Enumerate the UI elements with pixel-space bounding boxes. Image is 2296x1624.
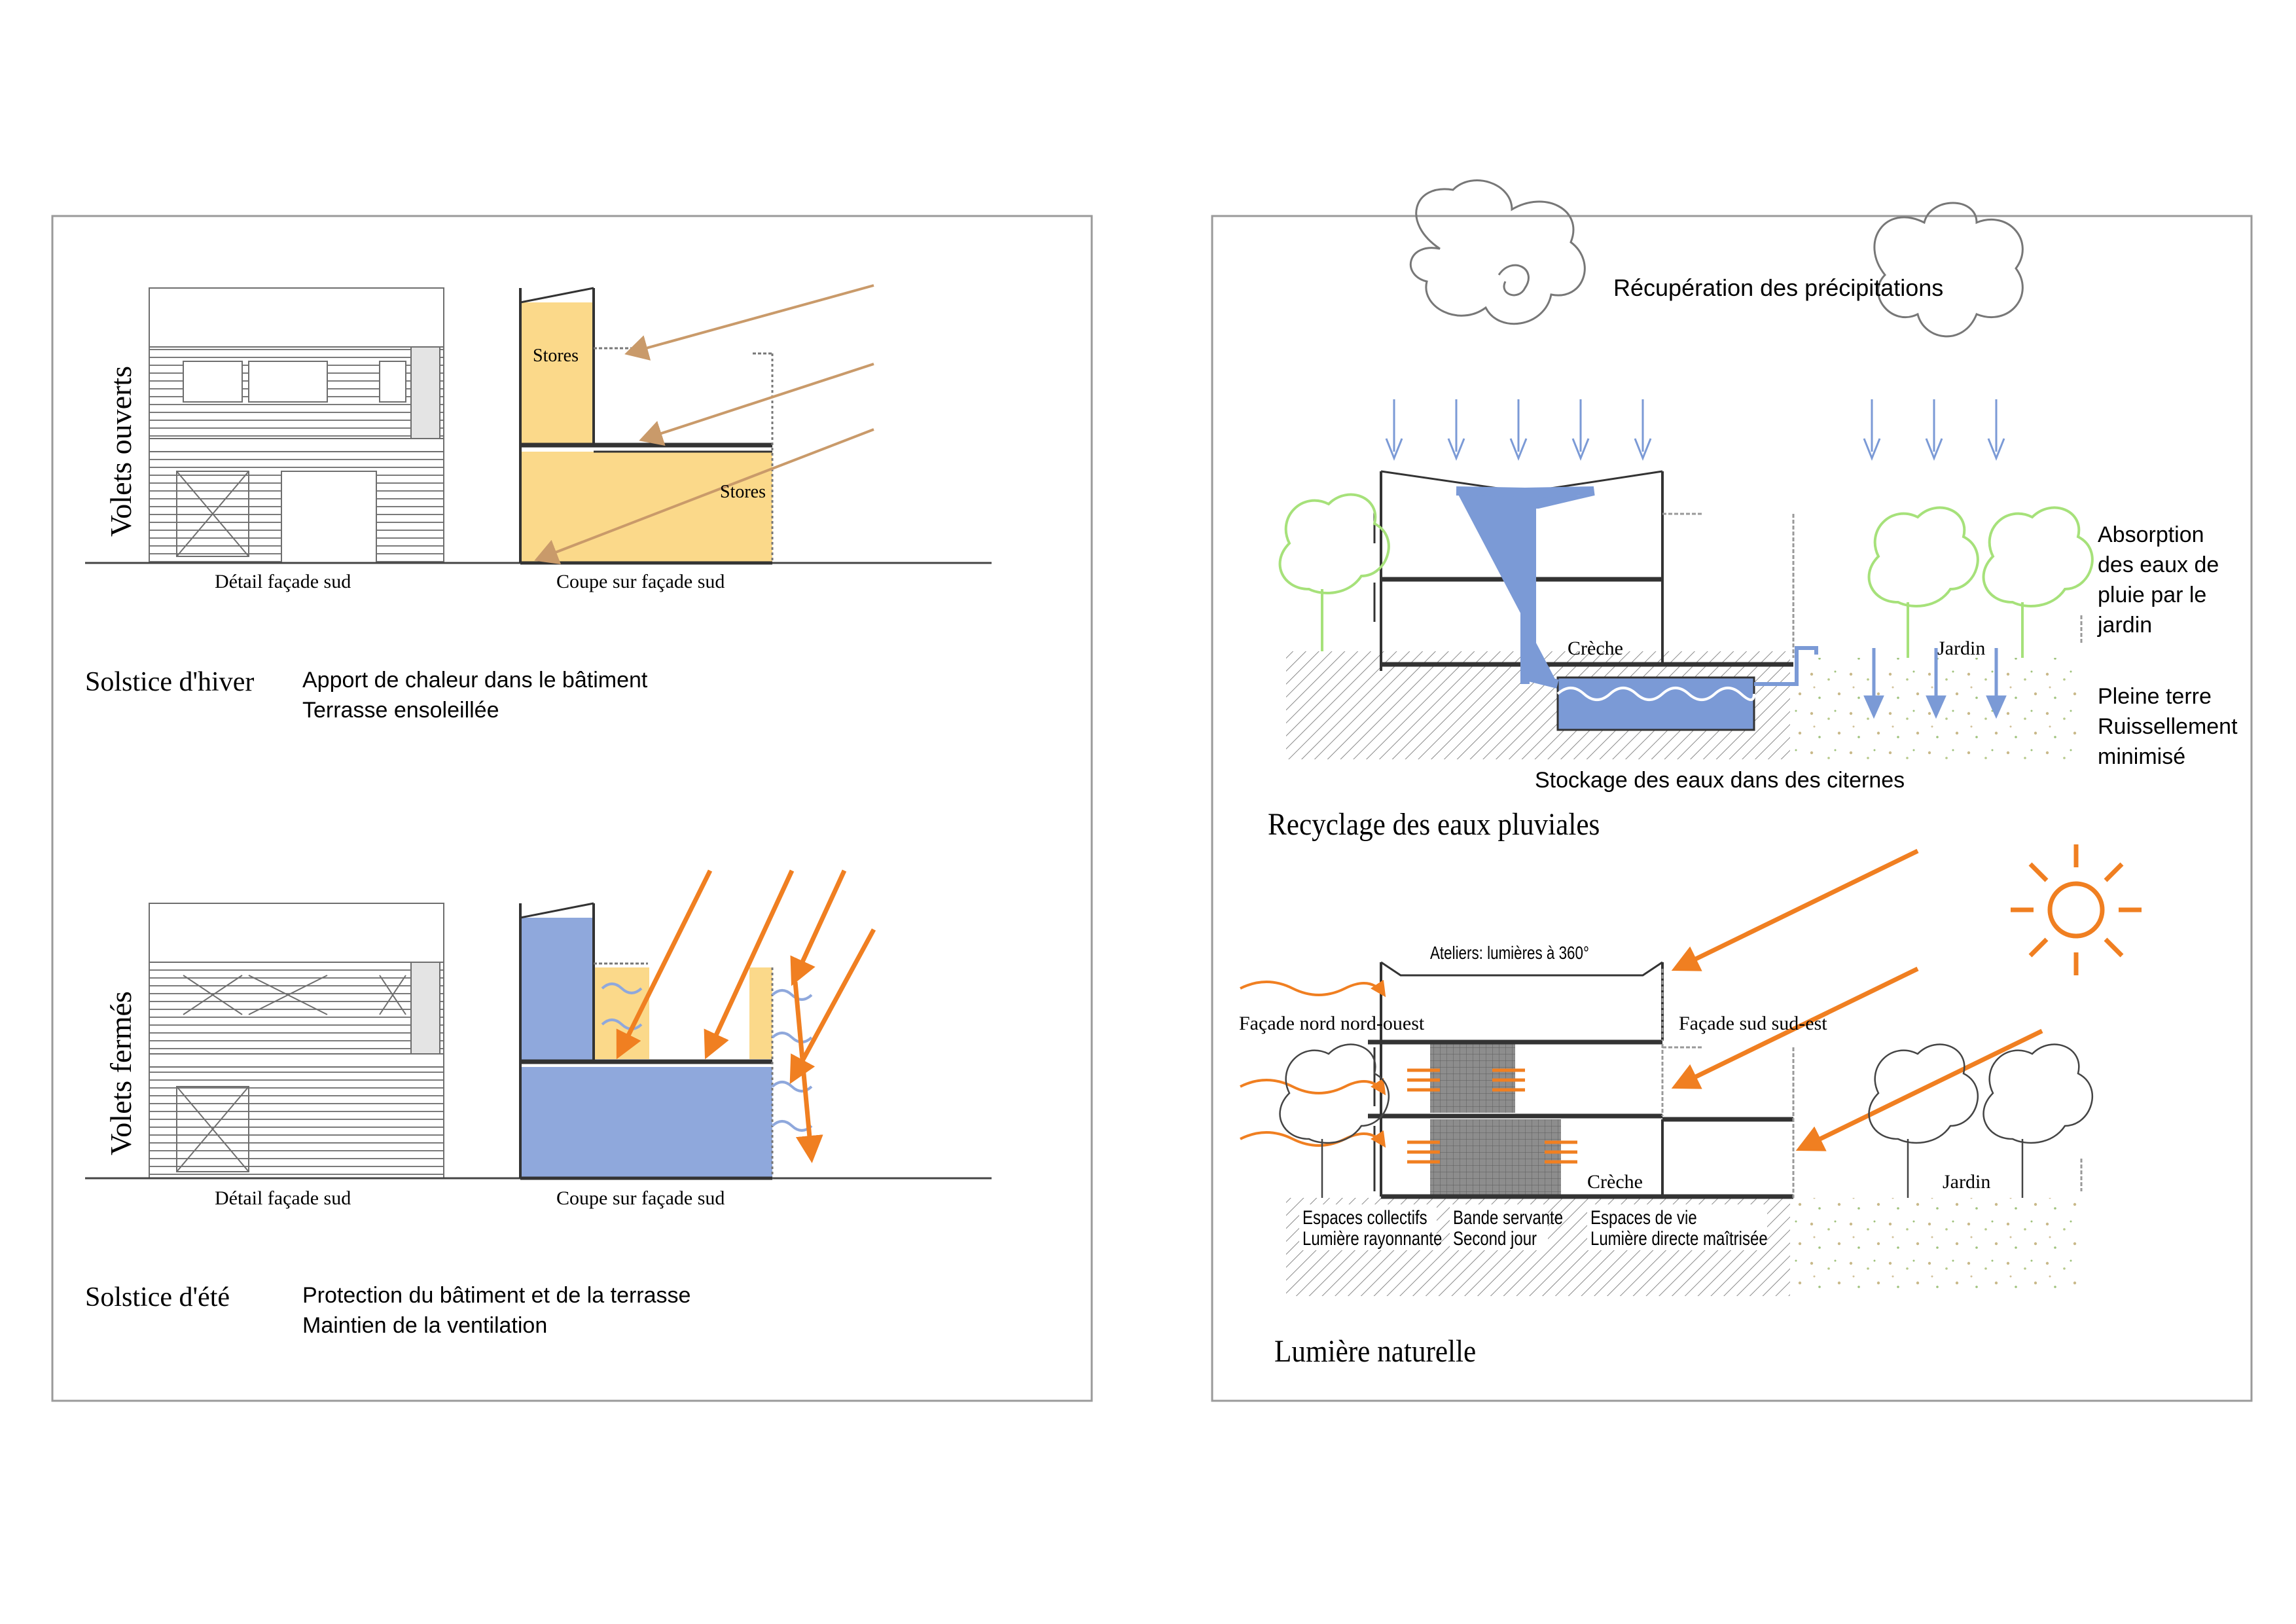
radiating-light-marks <box>1407 1068 1577 1164</box>
water-creche-label: Crèche <box>1568 638 1623 659</box>
summer-section-caption: Coupe sur façade sud <box>556 1187 725 1209</box>
summer-sun-ray-1 <box>616 869 713 1060</box>
winter-desc-line2: Terrasse ensoleillée <box>302 698 499 723</box>
light-jardin-label: Jardin <box>1943 1171 1990 1193</box>
rain-collector <box>1456 486 1595 689</box>
winter-facade-caption: Détail façade sud <box>215 571 351 592</box>
zone3-line2: Lumière directe maîtrisée <box>1590 1227 1768 1249</box>
winter-desc-line1: Apport de chaleur dans le bâtiment <box>302 668 648 693</box>
winter-store-label-top: Stores <box>533 346 579 366</box>
light-title: Lumière naturelle <box>1274 1333 1476 1369</box>
winter-section-caption: Coupe sur façade sud <box>556 571 725 592</box>
service-band-lower <box>1430 1119 1561 1197</box>
summer-facade-caption: Détail façade sud <box>215 1187 351 1209</box>
winter-sun-ray-2 <box>639 363 874 446</box>
ateliers-label: Ateliers: lumières à 360° <box>1430 943 1589 964</box>
tree-outline-left <box>1279 1043 1390 1198</box>
zone1-line1: Espaces collectifs <box>1302 1206 1427 1228</box>
water-title: Recyclage des eaux pluviales <box>1268 806 1600 842</box>
absorb-line1: Absorption <box>2098 522 2204 547</box>
left-panel-frame <box>51 215 1093 1402</box>
zone3-line1: Espaces de vie <box>1590 1206 1697 1228</box>
winter-sun-ray-1 <box>624 284 874 361</box>
zone2-line2: Second jour <box>1453 1227 1537 1249</box>
summer-title: Solstice d'été <box>85 1282 230 1312</box>
rain-title: Récupération des précipitations <box>1613 274 1943 301</box>
right-panel-frame <box>1211 215 2253 1402</box>
tree-green-left <box>1278 493 1390 651</box>
light-creche-label: Crèche <box>1587 1171 1643 1193</box>
cloud-left <box>1409 179 1586 325</box>
sun-icon <box>2011 844 2142 975</box>
garden-infiltration-arrows <box>1863 648 2007 719</box>
storage-caption: Stockage des eaux dans des citernes <box>1535 768 1905 793</box>
soil-line1: Pleine terre <box>2098 684 2212 709</box>
winter-section-drawing <box>519 287 774 565</box>
absorb-line2: des eaux de <box>2098 552 2219 577</box>
south-sun-ray-1 <box>1671 848 1919 971</box>
summer-desc-line2: Maintien de la ventilation <box>302 1313 547 1338</box>
summer-section-drawing <box>519 902 813 1180</box>
cloud-right <box>1873 202 2024 338</box>
light-garden-soil <box>1793 1198 2081 1296</box>
winter-title: Solstice d'hiver <box>85 667 254 697</box>
summer-desc-line1: Protection du bâtiment et de la terrasse <box>302 1283 691 1308</box>
north-light-waves <box>1240 979 1386 1148</box>
tree-green-mid <box>1867 506 1979 658</box>
cistern <box>1556 676 1755 731</box>
zone2-line1: Bande servante <box>1453 1206 1563 1228</box>
summer-sun-ray-4 <box>789 928 876 1085</box>
summer-sun-ray-3 <box>790 869 847 986</box>
summer-facade-drawing <box>149 903 444 1179</box>
winter-sun-ray-3 <box>534 428 874 565</box>
zone1-line2: Lumière rayonnante <box>1302 1227 1442 1249</box>
winter-side-label: Volets ouverts <box>104 366 137 537</box>
tree-green-right <box>1982 506 2094 658</box>
facade-nno-label: Façade nord nord-ouest <box>1239 1013 1425 1034</box>
summer-side-label: Volets fermés <box>104 991 137 1155</box>
absorb-line3: pluie par le <box>2098 583 2206 607</box>
light-terrace-railing <box>1661 969 2083 1198</box>
winter-store-label-bottom: Stores <box>720 482 766 502</box>
soil-line3: minimisé <box>2098 744 2185 769</box>
summer-sun-ray-5 <box>793 981 823 1163</box>
tree-outline-right <box>1982 1043 2094 1198</box>
water-jardin-label: Jardin <box>1937 638 1985 659</box>
winter-facade-drawing <box>149 287 444 564</box>
south-sun-ray-2 <box>1671 966 1919 1089</box>
summer-sun-ray-2 <box>704 869 795 1060</box>
water-terrace-railing <box>1662 513 2083 658</box>
south-sun-ray-3 <box>1795 1028 2043 1151</box>
rain-arrows <box>1385 399 2005 461</box>
tree-outline-mid <box>1868 1043 1979 1198</box>
soil-line2: Ruissellement <box>2098 714 2238 739</box>
overflow-pipe <box>1754 646 1818 686</box>
absorb-line4: jardin <box>2097 613 2152 638</box>
service-band-upper <box>1430 1042 1515 1113</box>
facade-sse-label: Façade sud sud-est <box>1679 1013 1827 1034</box>
